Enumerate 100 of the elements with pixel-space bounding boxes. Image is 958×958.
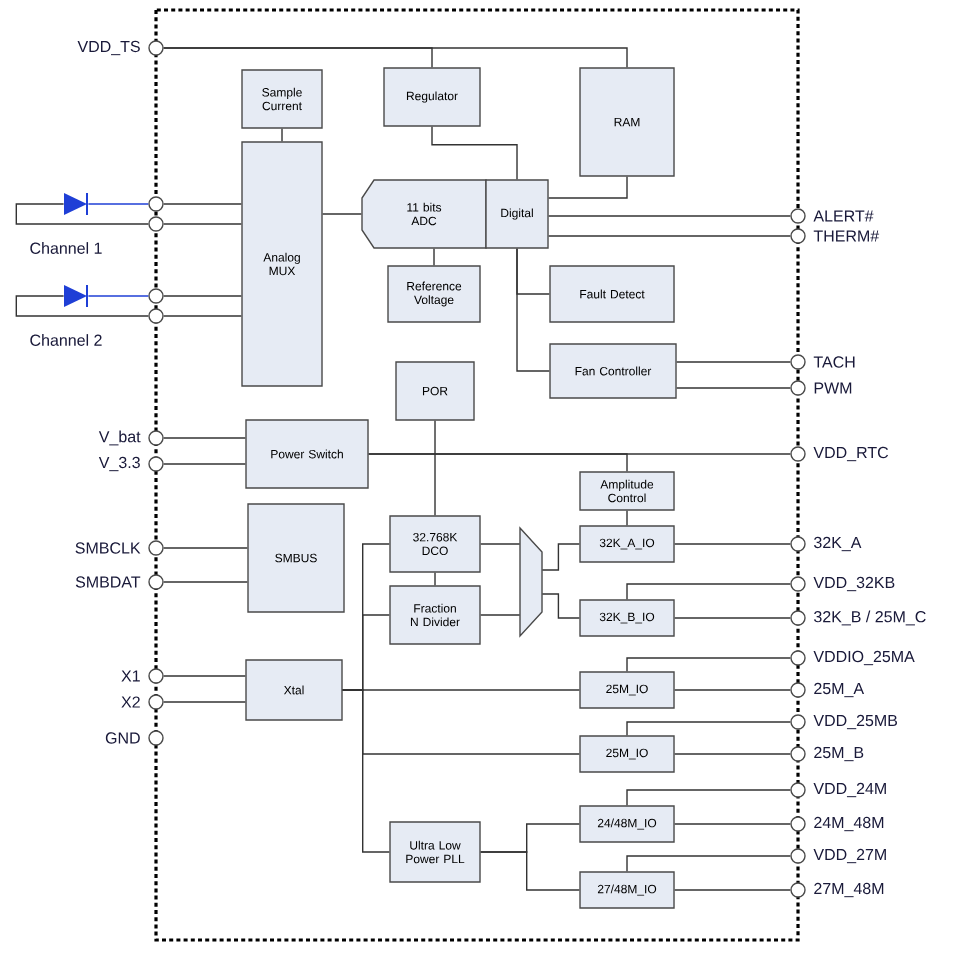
connector-line xyxy=(342,689,390,853)
pin-label: 32K_B / 25M_C xyxy=(814,610,926,626)
connector-line xyxy=(434,572,436,586)
pin-circle xyxy=(148,308,164,324)
pin-circle xyxy=(790,576,806,592)
connector-line xyxy=(163,547,248,549)
pin-circle xyxy=(148,540,164,556)
connector-line xyxy=(87,203,149,205)
pin-circle xyxy=(790,816,806,832)
connector-line xyxy=(674,689,791,691)
connector-line xyxy=(434,420,436,516)
connector-line xyxy=(516,248,550,372)
connector-line xyxy=(368,453,628,472)
pin-label: VDD_TS xyxy=(77,40,140,56)
connector-line xyxy=(480,543,521,545)
pin-circle xyxy=(790,682,806,698)
connector-line xyxy=(281,128,283,142)
pin-circle xyxy=(790,746,806,762)
connector-line xyxy=(626,789,791,806)
pin-circle xyxy=(790,714,806,730)
connector-line xyxy=(626,855,791,872)
connector-line xyxy=(163,437,246,439)
pin-label: 24M_48M xyxy=(814,816,884,832)
pin-label: 25M_A xyxy=(814,682,865,698)
connector-line xyxy=(626,583,791,600)
connector-line xyxy=(322,213,362,215)
pin-circle xyxy=(148,40,164,56)
pin-circle xyxy=(790,848,806,864)
pin-label: 32K_A xyxy=(814,536,862,552)
connector-line xyxy=(676,387,791,389)
connector-line xyxy=(163,223,242,225)
channel-label: Channel 1 xyxy=(30,242,102,254)
pin-label: X2 xyxy=(121,696,140,708)
pin-circle xyxy=(148,574,164,590)
connector-line xyxy=(674,617,791,619)
connector-line xyxy=(541,593,580,619)
connector-line xyxy=(674,543,791,545)
pin-label: VDD_25MB xyxy=(813,714,897,730)
connector-line xyxy=(163,203,242,205)
pin-circle xyxy=(148,288,164,304)
connector-line xyxy=(626,657,791,672)
pin-circle xyxy=(790,208,806,224)
pin-label: 25M_B xyxy=(814,746,864,762)
connector-line xyxy=(674,889,791,891)
connector-line xyxy=(676,361,791,363)
pin-circle xyxy=(790,782,806,798)
connector-line xyxy=(87,295,149,297)
pin-circle xyxy=(148,694,164,710)
channel-label: Channel 2 xyxy=(30,334,102,346)
connector-line xyxy=(163,295,242,297)
connector-line xyxy=(433,248,435,266)
pin-circle xyxy=(790,228,806,244)
pin-circle xyxy=(148,668,164,684)
pin-label: PWM xyxy=(814,382,852,394)
connector-line xyxy=(163,581,248,583)
pin-circle xyxy=(148,456,164,472)
pin-label: THERM# xyxy=(813,230,880,242)
pin-label: VDDIO_25MA xyxy=(813,650,915,666)
connector-line xyxy=(541,543,580,571)
pin-label: VDD_27M xyxy=(813,848,886,864)
pin-circle xyxy=(790,536,806,552)
connector-line xyxy=(480,614,521,616)
pin-label: 27M_48M xyxy=(814,882,884,898)
connector-line xyxy=(626,721,791,736)
connector-line xyxy=(626,510,628,526)
connector-line xyxy=(548,176,628,199)
pin-circle xyxy=(790,882,806,898)
pin-label: SMBCLK xyxy=(75,542,141,554)
connector-line xyxy=(480,851,580,891)
pin-label: V_bat xyxy=(98,430,141,446)
pin-label: TACH xyxy=(813,356,855,368)
pin-circle xyxy=(790,650,806,666)
pin-label: VDD_32KB xyxy=(813,576,895,592)
connector-line xyxy=(163,47,628,68)
connector-line xyxy=(674,823,791,825)
pin-label: ALERT# xyxy=(813,210,874,222)
pin-circle xyxy=(148,216,164,232)
pin-label: V_3.3 xyxy=(98,456,140,472)
pin-circle xyxy=(148,430,164,446)
diode-symbol xyxy=(64,192,88,216)
connector-line xyxy=(15,295,149,317)
pin-circle xyxy=(790,610,806,626)
pin-label: X1 xyxy=(121,670,140,682)
pin-circle xyxy=(148,730,164,746)
pin-circle xyxy=(148,196,164,212)
connector-line xyxy=(15,203,149,225)
pin-label: GND xyxy=(105,732,140,744)
connector-line xyxy=(674,753,791,755)
connector-line xyxy=(163,675,246,677)
pin-label: VDD_24M xyxy=(813,782,886,798)
connector-line xyxy=(163,701,246,703)
connector-line xyxy=(163,463,246,465)
pin-label: SMBDAT xyxy=(75,576,141,588)
pin-circle xyxy=(790,380,806,396)
connector-line xyxy=(548,215,791,217)
connector-line xyxy=(163,315,242,317)
connector-line xyxy=(548,235,791,237)
diode-symbol xyxy=(64,284,88,308)
pin-circle xyxy=(790,354,806,370)
connector-line xyxy=(431,126,518,180)
